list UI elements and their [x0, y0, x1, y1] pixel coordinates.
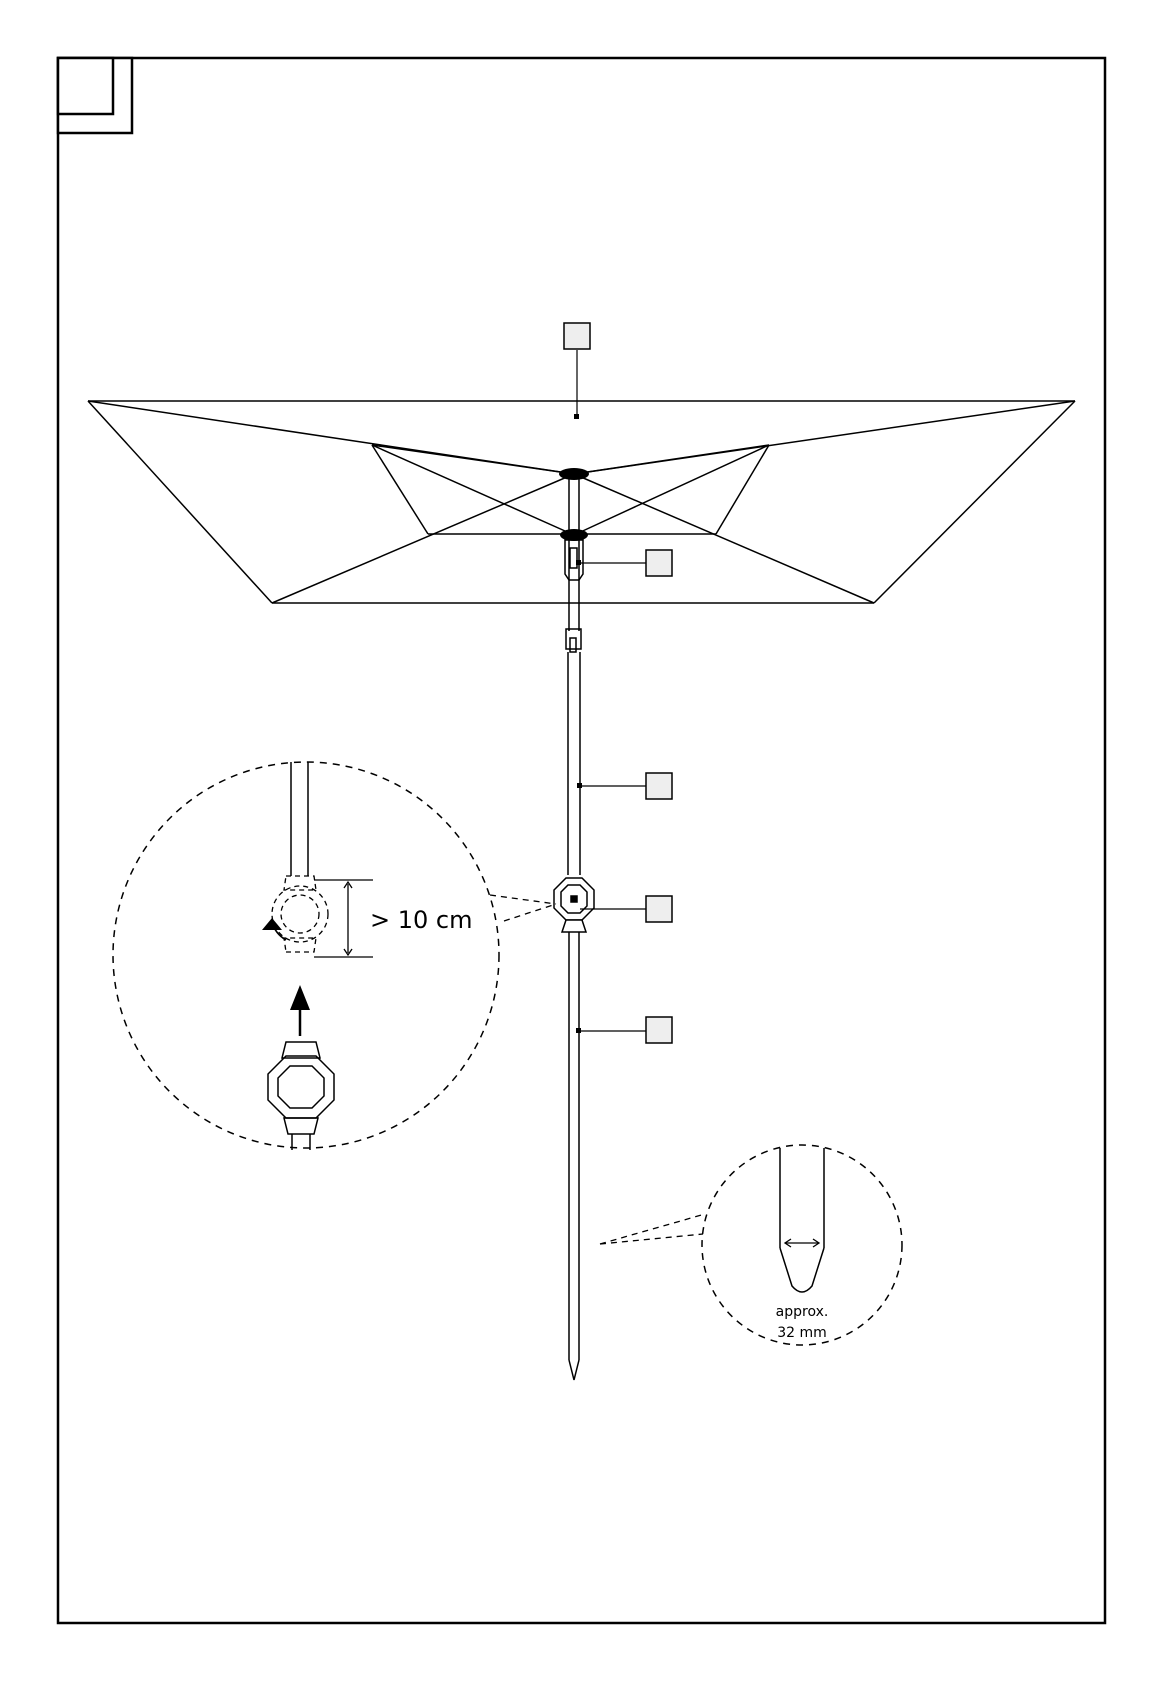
measurement-insertion-depth: > 10 cm — [370, 906, 472, 934]
measurement-spike-diameter: 32 mm — [777, 1325, 827, 1341]
step-number-box — [58, 58, 132, 133]
page-frame — [58, 58, 1105, 1623]
detail-circle-spike — [600, 1145, 902, 1345]
umbrella-canopy — [88, 401, 1075, 603]
callout-spike — [576, 1017, 672, 1043]
callout-middle-pole — [577, 773, 672, 799]
callout-runner — [576, 550, 672, 576]
callout-canopy — [564, 323, 590, 419]
middle-pole — [568, 652, 580, 875]
pole-connector — [554, 878, 594, 932]
measurement-spike-approx: approx. — [776, 1304, 829, 1320]
detail-circle-insertion — [113, 762, 556, 1150]
ground-spike — [569, 932, 579, 1380]
